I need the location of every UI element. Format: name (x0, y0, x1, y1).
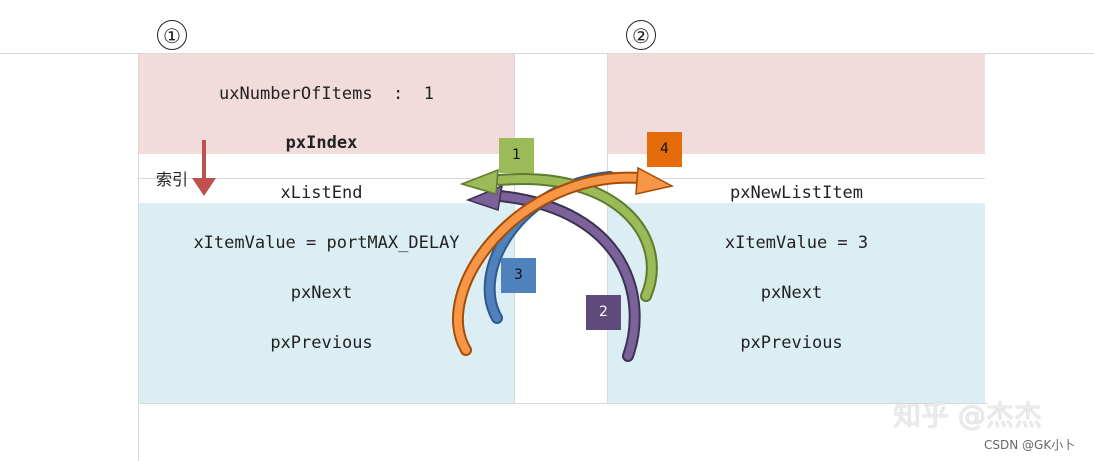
list-end-item-block (139, 203, 514, 403)
csdn-watermark: CSDN @GK小卜 (984, 438, 1076, 452)
step-badge-4: 4 (647, 132, 682, 167)
left-px-next: pxNext (290, 283, 353, 303)
bottom-rule (138, 403, 988, 404)
right-px-previous: pxPrevious (740, 333, 843, 353)
step-badge-3: 3 (501, 258, 536, 293)
middle-rule-right (607, 53, 608, 403)
new-item-block (608, 203, 985, 403)
px-index: pxIndex (285, 133, 358, 153)
step-badge-2: 2 (586, 295, 621, 330)
arc-step-4 (452, 166, 675, 356)
left-rule (138, 53, 139, 461)
step-badge-1: 1 (499, 138, 534, 173)
ux-number-of-items: uxNumberOfItems : 1 (219, 84, 434, 104)
list-header-block (139, 54, 514, 154)
zhihu-watermark: 知乎 @杰杰 (893, 399, 1042, 432)
arc-step-1 (459, 168, 658, 302)
x-list-end: xListEnd (280, 183, 363, 203)
new-item-divider (608, 178, 985, 179)
marker-two: ② (626, 20, 656, 50)
left-px-previous: pxPrevious (270, 333, 373, 353)
top-rule (0, 53, 1094, 54)
marker-one: ① (157, 20, 187, 50)
index-down-arrow (192, 140, 216, 196)
list-end-divider (139, 178, 514, 179)
right-item-value: xItemValue = 3 (724, 233, 869, 253)
px-new-list-item: pxNewListItem (729, 183, 864, 203)
index-note: 索引 (156, 170, 189, 189)
right-px-next: pxNext (760, 283, 823, 303)
left-item-value: xItemValue = portMAX_DELAY (193, 233, 460, 253)
